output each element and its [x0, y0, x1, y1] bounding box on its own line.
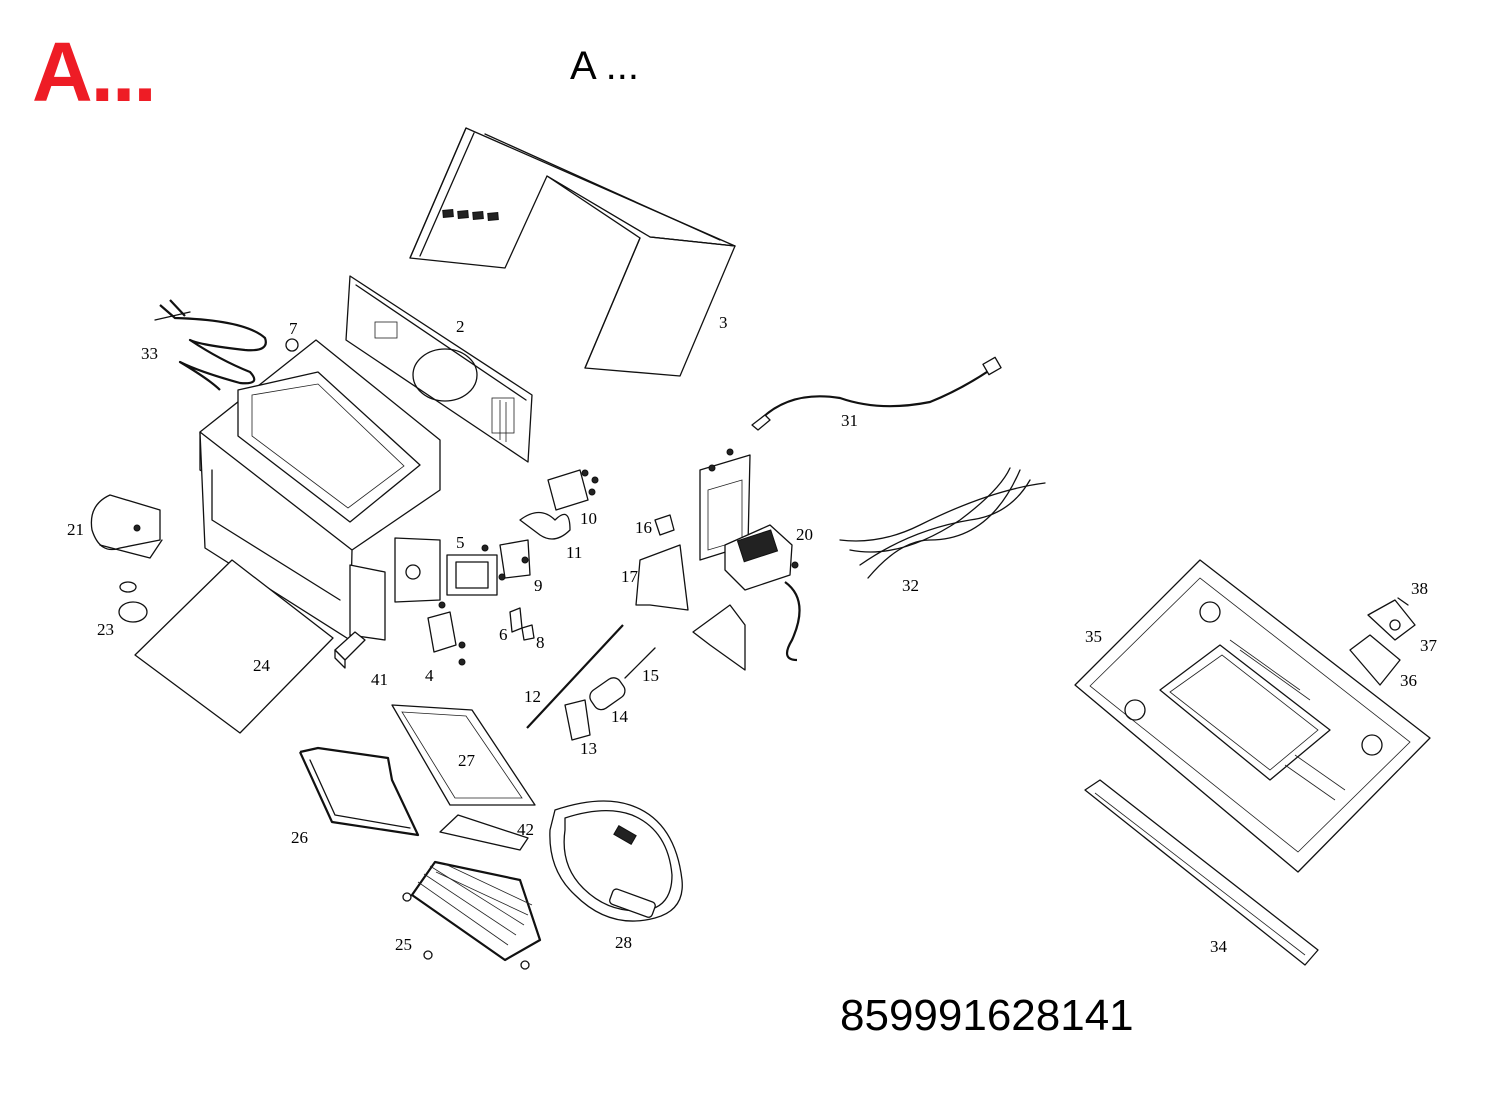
part-label-6: 6: [499, 625, 508, 644]
part-label-7: 7: [289, 319, 298, 338]
part-label-2: 2: [456, 317, 465, 336]
part-label-16: 16: [635, 518, 652, 537]
model-title: A ...: [570, 44, 639, 88]
glass-plate-drawing: [134, 559, 334, 734]
base-plate-drawing: [1074, 559, 1431, 873]
part-label-3: 3: [719, 313, 728, 332]
fan-motor-drawing: [519, 469, 599, 540]
part-label-42: 42: [517, 820, 534, 839]
part-labels: 2 3 4 5 6 7 8 9 10 11 12 13 14 15 16 17 …: [67, 313, 1438, 956]
bracket-4-drawing: [427, 601, 466, 666]
part-label-23: 23: [97, 620, 114, 639]
power-cord-drawing: [751, 356, 1002, 431]
fan-cover-drawing: [90, 494, 163, 559]
crisp-pan-drawing: [549, 800, 683, 922]
part-label-11: 11: [566, 543, 582, 562]
bracket-near-15-drawing: [692, 604, 746, 671]
turntable-motor-drawing: [118, 581, 148, 623]
part-label-15: 15: [642, 666, 659, 685]
flat-cable-drawing: [784, 581, 801, 662]
part-label-36: 36: [1400, 671, 1417, 690]
part-label-31: 31: [841, 411, 858, 430]
shaft-capacitor-drawing: [526, 624, 656, 741]
part-label-25: 25: [395, 935, 412, 954]
part-label-26: 26: [291, 828, 308, 847]
part-label-32: 32: [902, 576, 919, 595]
part-label-13: 13: [580, 739, 597, 758]
sensor-drawing: [654, 514, 675, 536]
part-label-38: 38: [1411, 579, 1428, 598]
part-label-37: 37: [1420, 636, 1438, 655]
part-label-24: 24: [253, 656, 271, 675]
magnetron-drawing: [446, 544, 506, 596]
brush-42-drawing: [439, 814, 529, 851]
thermostat-drawing: [285, 338, 299, 352]
part-label-28: 28: [615, 933, 632, 952]
back-panel-drawing: [345, 275, 533, 463]
hinge-bracket-drawing: [1349, 597, 1416, 686]
part-label-14: 14: [611, 707, 629, 726]
part-label-33: 33: [141, 344, 158, 363]
brand-logo: A...: [32, 25, 157, 119]
tray-27-drawing: [391, 704, 536, 806]
grill-heater-drawing: [154, 299, 267, 391]
grill-rack-drawing: [402, 860, 542, 970]
part-label-41: 41: [371, 670, 388, 689]
rack-26-drawing: [298, 746, 420, 837]
part-label-10: 10: [580, 509, 597, 528]
part-label-9: 9: [534, 576, 543, 595]
wire-harness-drawing: [839, 467, 1046, 579]
small-parts-6-8-9-drawing: [499, 539, 535, 641]
part-label-27: 27: [458, 751, 476, 770]
part-label-17: 17: [621, 567, 639, 586]
part-label-4: 4: [425, 666, 434, 685]
front-foot-drawing: [1084, 779, 1319, 966]
part-label-35: 35: [1085, 627, 1102, 646]
part-label-12: 12: [524, 687, 541, 706]
duct-drawing: [635, 544, 689, 611]
transformer-drawing: [724, 524, 799, 591]
part-label-8: 8: [536, 633, 545, 652]
part-label-5: 5: [456, 533, 465, 552]
part-label-34: 34: [1210, 937, 1228, 956]
block-41-drawing: [334, 631, 366, 669]
part-label-21: 21: [67, 520, 84, 539]
outer-cabinet-drawing: [409, 127, 736, 377]
part-code: 859991628141: [840, 991, 1134, 1040]
part-label-20: 20: [796, 525, 813, 544]
